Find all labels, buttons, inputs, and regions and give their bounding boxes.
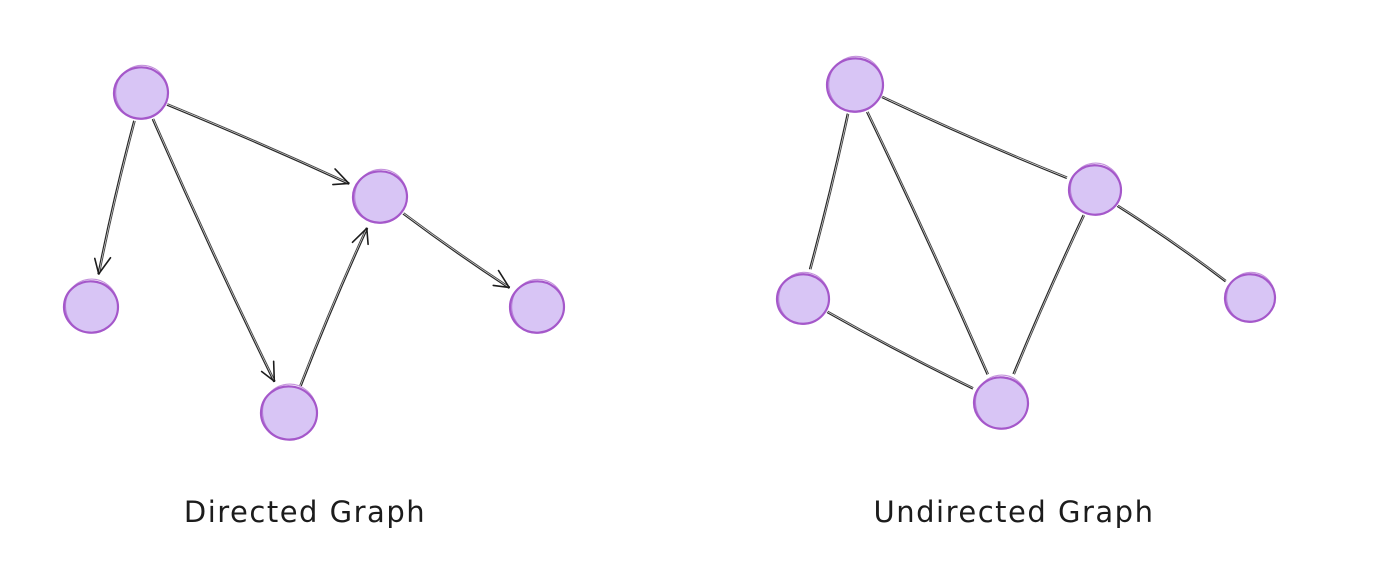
graph-node <box>775 271 831 325</box>
graph-edge-line <box>1014 215 1085 375</box>
node-circle <box>62 280 120 334</box>
node-circle-overdraw <box>64 278 119 334</box>
graph-edge <box>881 95 1068 179</box>
graph-edge-line <box>810 113 850 270</box>
graph-edge <box>866 111 989 375</box>
graph-node <box>825 55 885 113</box>
graph-edge <box>166 103 350 186</box>
graph-edge-line <box>827 310 974 388</box>
node-circle-overdraw <box>511 278 565 334</box>
arrowhead-icon <box>272 360 276 383</box>
graph-edge-line <box>299 227 367 386</box>
node-circle <box>972 376 1030 430</box>
node-circle-overdraw <box>974 374 1029 430</box>
graph-edge <box>1116 204 1227 283</box>
node-circle-overdraw <box>1069 162 1122 216</box>
node-circle <box>1067 164 1123 216</box>
graph-edge <box>299 227 369 387</box>
graph-edge <box>93 120 136 275</box>
node-circle <box>259 385 319 441</box>
graph-label: Undirected Graph <box>874 495 1155 529</box>
graph-edge-line <box>151 119 275 383</box>
graph-edge-line <box>166 104 350 185</box>
graph-edge-line <box>1116 206 1226 283</box>
graph-node <box>259 383 319 441</box>
node-circle-overdraw <box>828 55 884 113</box>
graph-node <box>508 278 566 334</box>
node-circle-overdraw <box>115 64 169 120</box>
graph-edge-line <box>403 212 511 288</box>
graph-edge-line <box>153 118 276 382</box>
node-circle-overdraw <box>354 168 408 224</box>
graph-edge <box>1012 214 1085 375</box>
graph-edge-line <box>826 312 973 390</box>
graph-edge-line <box>99 120 136 275</box>
arrowhead-icon <box>492 284 510 289</box>
graph-edge <box>402 212 511 289</box>
arrowhead-icon <box>497 269 510 289</box>
node-circle-overdraw <box>261 383 318 441</box>
graph-edge-line <box>167 103 350 184</box>
graph-edge-line <box>867 111 989 375</box>
arrowhead-icon <box>93 257 100 275</box>
graph-edge-line <box>97 120 135 275</box>
graph-edge <box>808 113 850 270</box>
node-circle-overdraw <box>778 271 830 325</box>
arrowhead-icon <box>260 370 276 383</box>
graph-edge-line <box>881 97 1067 179</box>
graph-label: Directed Graph <box>184 495 426 529</box>
graph-node <box>1223 271 1277 323</box>
graph-node <box>351 168 409 224</box>
graph-node <box>972 374 1030 430</box>
arrowhead-icon <box>351 227 368 244</box>
graph-edge-line <box>866 111 988 375</box>
arrowhead-icon <box>332 182 350 186</box>
graph-edge <box>826 310 974 390</box>
graph-edge-line <box>808 113 848 270</box>
graph-node <box>112 64 170 120</box>
graph-node <box>1067 162 1123 216</box>
graph-edge-line <box>1117 204 1227 281</box>
graph-edge-line <box>1012 214 1084 375</box>
arrowhead-icon <box>366 227 369 246</box>
graph-edge-line <box>300 228 369 387</box>
directed-graph: Directed Graph <box>62 64 566 529</box>
graph-node <box>62 278 120 334</box>
undirected-graph: Undirected Graph <box>775 55 1277 529</box>
graph-edge <box>151 118 276 383</box>
graph-edge-line <box>402 213 510 289</box>
graph-edge-line <box>882 95 1068 178</box>
node-circle-overdraw <box>1226 271 1276 323</box>
arrowhead-icon <box>97 256 112 275</box>
arrowhead-icon <box>334 168 350 185</box>
